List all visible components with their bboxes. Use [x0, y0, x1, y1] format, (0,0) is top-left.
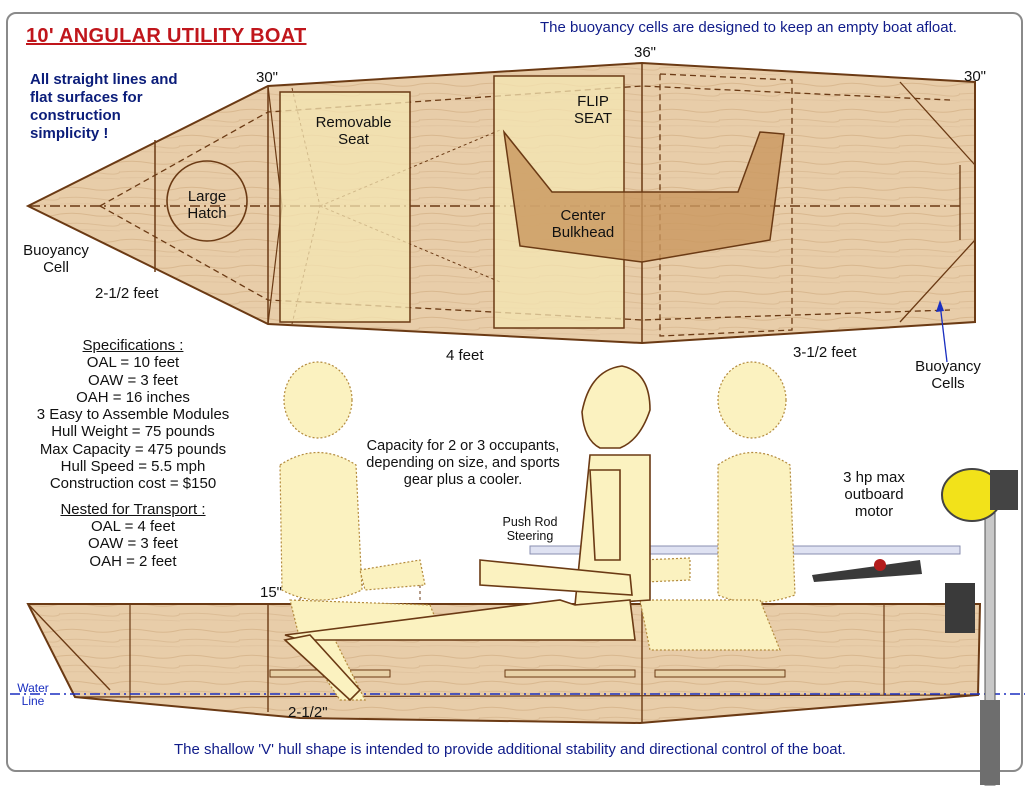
label-line: Hatch	[187, 205, 227, 222]
plan-view	[25, 61, 976, 363]
nested-line: OAH = 2 feet	[89, 552, 177, 570]
label-line: outboard	[844, 486, 904, 503]
capacity-line: gear plus a cooler.	[403, 472, 523, 488]
removable-seat-label: Removable Seat	[306, 114, 401, 148]
spec-line: Hull Speed = 5.5 mph	[60, 458, 206, 476]
center-bulkhead	[502, 129, 785, 263]
label-line: Buoyancy	[915, 358, 981, 375]
label-line: Line	[21, 694, 45, 708]
angle-label-stern: 30"	[964, 68, 987, 85]
buoyancy-cells-label: Buoyancy Cells	[908, 358, 988, 392]
length-stern-label: 3-1/2 feet	[793, 344, 857, 361]
outboard-motor	[812, 468, 1018, 786]
spec-line: Construction cost = $150	[49, 475, 217, 493]
label-line: Buoyancy	[23, 242, 89, 259]
intro-line: simplicity !	[30, 125, 109, 142]
large-hatch	[166, 160, 248, 242]
nested-line: OAL = 4 feet	[90, 517, 176, 535]
nested-heading: Nested for Transport :	[60, 500, 206, 518]
label-line: SEAT	[573, 110, 613, 127]
intro-line: All straight lines and	[30, 71, 178, 88]
side-view	[10, 361, 1025, 786]
label-line: Steering	[506, 529, 554, 543]
label-line: Seat	[338, 131, 369, 148]
length-mid-label: 4 feet	[446, 347, 484, 364]
label-line: 3 hp max	[843, 469, 905, 486]
label-line: Push Rod	[502, 515, 558, 529]
water-line-label: Water Line	[10, 682, 56, 708]
push-rod-label: Push Rod Steering	[492, 515, 568, 543]
buoyancy-note: The buoyancy cells are designed to keep …	[540, 19, 957, 36]
capacity-note: Capacity for 2 or 3 occupants, depending…	[350, 438, 576, 489]
motor-label: 3 hp max outboard motor	[832, 469, 916, 520]
angle-label-mid: 36"	[634, 44, 657, 61]
label-line: Bulkhead	[551, 224, 615, 241]
intro-note: All straight lines and flat surfaces for…	[30, 71, 220, 143]
label-line: Large	[187, 188, 227, 205]
flip-seat-label: FLIP SEAT	[563, 93, 623, 127]
spec-line: 3 Easy to Assemble Modules	[36, 406, 230, 424]
intro-line: flat surfaces for	[30, 89, 143, 106]
angle-label-bow: 30"	[256, 69, 279, 86]
length-bow-label: 2-1/2 feet	[95, 285, 159, 302]
intro-line: construction	[30, 107, 121, 124]
spec-line: Hull Weight = 75 pounds	[51, 423, 215, 441]
label-line: Cell	[43, 259, 69, 276]
person-middle	[283, 365, 651, 702]
buoyancy-cell-label: Buoyancy Cell	[18, 242, 94, 276]
label-line: Removable	[315, 114, 392, 131]
label-line: FLIP	[577, 93, 609, 110]
large-hatch-label: Large Hatch	[170, 188, 244, 222]
spec-line: OAL = 10 feet	[86, 354, 180, 372]
capacity-line: Capacity for 2 or 3 occupants,	[366, 438, 560, 454]
height-label: 15"	[260, 584, 283, 601]
page-title: 10' ANGULAR UTILITY BOAT	[26, 25, 307, 47]
capacity-line: depending on size, and sports	[366, 455, 560, 471]
center-bulkhead-label: Center Bulkhead	[543, 207, 623, 241]
specifications: Specifications : OAL = 10 feet OAW = 3 f…	[28, 337, 238, 570]
spec-line: OAH = 16 inches	[76, 388, 190, 406]
label-line: Center	[560, 207, 606, 224]
spec-line: OAW = 3 feet	[88, 371, 178, 389]
label-line: motor	[854, 503, 894, 520]
label-line: Water	[17, 681, 49, 695]
nested-line: OAW = 3 feet	[88, 535, 178, 553]
label-line: Cells	[931, 375, 965, 392]
hull-shape-note: The shallow 'V' hull shape is intended t…	[174, 741, 846, 758]
specs-heading: Specifications :	[82, 337, 184, 354]
depth-label: 2-1/2"	[288, 704, 328, 721]
spec-line: Max Capacity = 475 pounds	[39, 440, 227, 458]
person-front	[639, 361, 796, 651]
removable-seat	[279, 91, 411, 323]
